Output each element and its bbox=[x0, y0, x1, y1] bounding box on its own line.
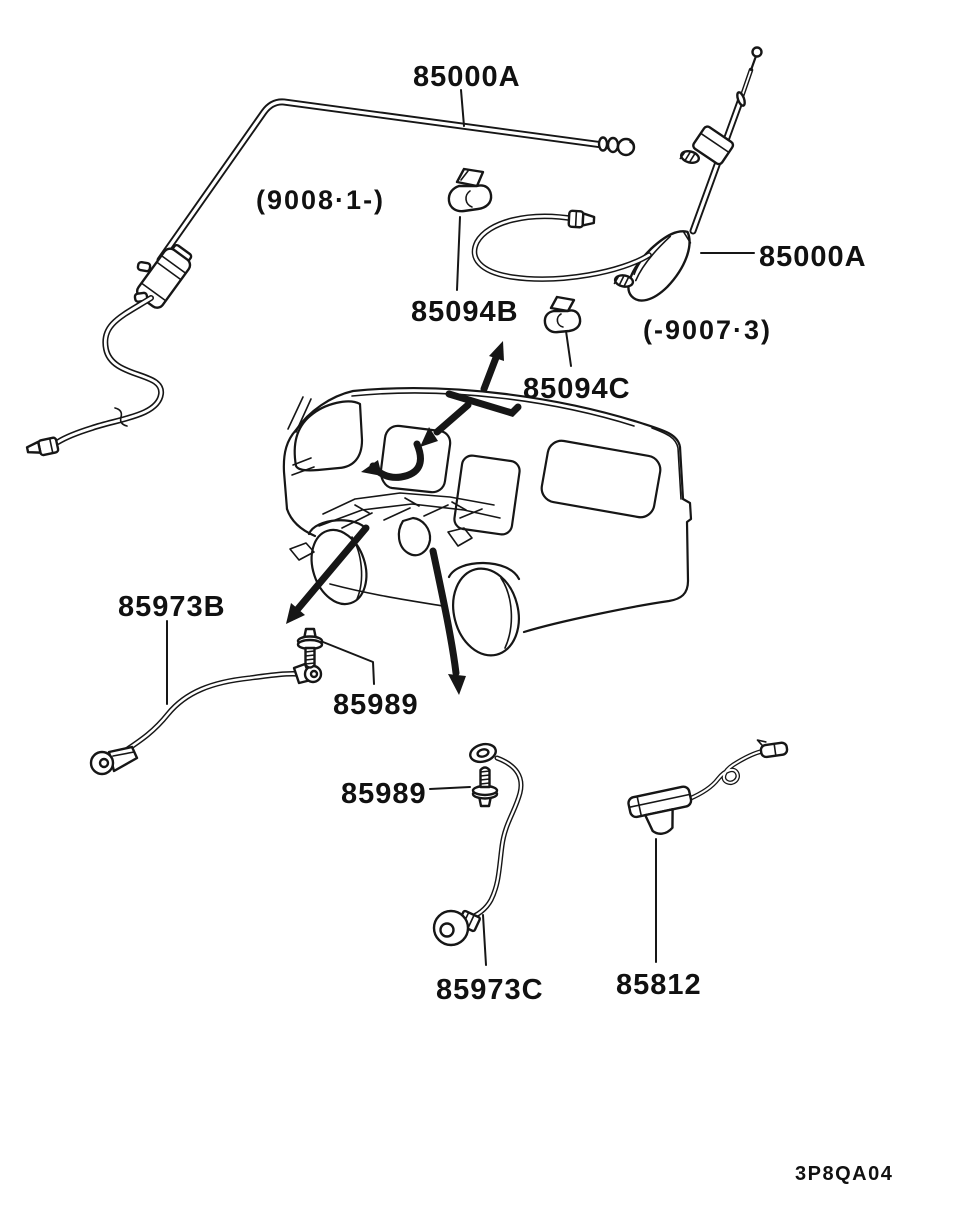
roof-cable-run bbox=[445, 390, 522, 417]
part-label-85812: 85812 bbox=[616, 969, 702, 1001]
part-label-85989-mid: 85989 bbox=[341, 778, 427, 810]
arrowhead bbox=[448, 674, 466, 695]
routing-arrows bbox=[286, 341, 522, 695]
arrowhead bbox=[361, 460, 382, 476]
feeder-cable-85812 bbox=[627, 739, 789, 835]
ground-cable-85973c bbox=[432, 742, 524, 947]
ground-strap-85973b bbox=[89, 662, 323, 776]
cable-end-plug bbox=[25, 436, 60, 457]
bracket-screw bbox=[679, 149, 701, 165]
arrowhead bbox=[286, 603, 305, 624]
feeder-plug bbox=[567, 209, 596, 229]
base-screw bbox=[613, 274, 635, 288]
feeder-body bbox=[627, 785, 693, 835]
part-label-85094c: 85094C bbox=[523, 373, 631, 405]
clamp-85094b-part bbox=[447, 167, 493, 213]
ring-terminal-small bbox=[469, 742, 497, 764]
clamp-85094c-part bbox=[543, 295, 582, 334]
part-label-85973c: 85973C bbox=[436, 974, 544, 1006]
cable-clip-mark bbox=[114, 407, 128, 427]
base-stub bbox=[136, 260, 152, 273]
chassis-sketch bbox=[291, 457, 501, 557]
part-label-85000a-right: 85000A bbox=[759, 241, 867, 273]
date-range-label-9008: (9008·1-) bbox=[256, 185, 385, 215]
arrowhead bbox=[420, 427, 438, 447]
spade-terminal bbox=[756, 739, 789, 759]
drawing-code: 3P8QA04 bbox=[795, 1163, 893, 1185]
part-label-85094b: 85094B bbox=[411, 296, 519, 328]
part-label-85989-left: 85989 bbox=[333, 689, 419, 721]
mast-tip-connector bbox=[597, 136, 636, 157]
part-label-85000a-top: 85000A bbox=[413, 61, 521, 93]
date-range-label-9007: (-9007·3) bbox=[643, 315, 772, 345]
antenna-assembly-late bbox=[25, 98, 636, 457]
antenna-assembly-early bbox=[471, 46, 763, 302]
bolt-85989-left bbox=[296, 627, 324, 669]
arrowhead bbox=[489, 341, 504, 361]
van-illustration bbox=[282, 387, 693, 657]
part-label-85973b: 85973B bbox=[118, 591, 226, 623]
mast-bracket bbox=[692, 125, 735, 166]
leader-lines bbox=[166, 89, 755, 966]
bolt-85989-mid bbox=[471, 766, 499, 808]
